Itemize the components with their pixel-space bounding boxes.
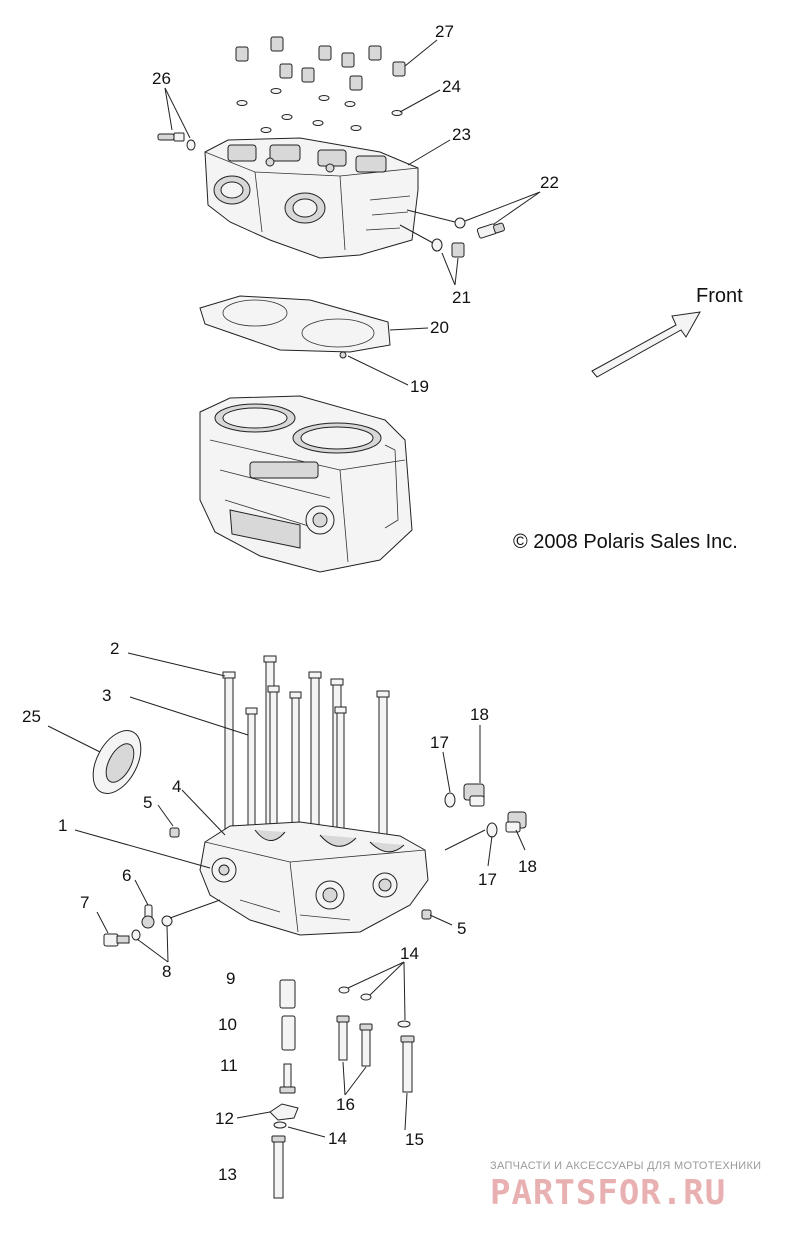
leader-lines xyxy=(47,39,541,1138)
label-8: 8 xyxy=(162,962,171,981)
label-12: 12 xyxy=(215,1109,234,1128)
front-direction-arrow xyxy=(591,311,701,378)
plug-5b xyxy=(421,909,432,920)
washer-14c xyxy=(397,1020,411,1028)
washer-14a xyxy=(338,986,350,994)
label-14a: 14 xyxy=(400,944,419,963)
label-15: 15 xyxy=(405,1130,424,1149)
bracket-12 xyxy=(269,1103,299,1121)
bolts-16 xyxy=(336,1015,373,1067)
head-gasket-20 xyxy=(199,295,391,359)
washer-8a xyxy=(131,929,141,941)
fitting-18a xyxy=(444,783,485,808)
bolt-11 xyxy=(279,1063,296,1094)
label-4: 4 xyxy=(172,777,181,796)
label-18a: 18 xyxy=(470,705,489,724)
watermark-tagline: ЗАПЧАСТИ И АКСЕССУАРЫ ДЛЯ МОТОТЕХНИКИ xyxy=(490,1160,761,1172)
label-23: 23 xyxy=(452,125,471,144)
label-5a: 5 xyxy=(143,793,152,812)
label-17b: 17 xyxy=(478,870,497,889)
sleeve-9 xyxy=(279,979,296,1009)
label-1: 1 xyxy=(58,816,67,835)
washer-14d xyxy=(273,1121,287,1129)
label-26: 26 xyxy=(152,69,171,88)
fitting-6 xyxy=(141,904,155,929)
watermark-brand: PARTSFOR.RU xyxy=(490,1173,726,1213)
label-20: 20 xyxy=(430,318,449,337)
plug-21 xyxy=(431,238,465,258)
callout-labels: 27 24 23 26 22 21 20 19 2 3 25 17 18 4 5… xyxy=(22,22,559,1184)
label-10: 10 xyxy=(218,1015,237,1034)
front-label: Front xyxy=(696,285,743,307)
bolt-15 xyxy=(400,1035,415,1093)
bolt-26 xyxy=(157,132,196,151)
label-17a: 17 xyxy=(430,733,449,752)
label-25: 25 xyxy=(22,707,41,726)
sleeve-10 xyxy=(281,1015,296,1051)
label-19: 19 xyxy=(410,377,429,396)
label-14b: 14 xyxy=(328,1129,347,1148)
label-27: 27 xyxy=(435,22,454,41)
label-11: 11 xyxy=(220,1056,238,1075)
bolt-7 xyxy=(103,933,130,947)
label-18b: 18 xyxy=(518,857,537,876)
cylinder-block xyxy=(199,395,413,573)
label-2: 2 xyxy=(110,639,119,658)
bolt-13 xyxy=(271,1135,286,1199)
label-7: 7 xyxy=(80,893,89,912)
label-3: 3 xyxy=(102,686,111,705)
copyright-text: © 2008 Polaris Sales Inc. xyxy=(513,531,738,553)
label-21: 21 xyxy=(452,288,471,307)
label-16: 16 xyxy=(336,1095,355,1114)
cylinder-studs-2 xyxy=(222,655,390,846)
fitting-18b xyxy=(486,811,527,838)
oil-seal-25 xyxy=(92,730,142,794)
washers-24 xyxy=(236,88,403,133)
label-5b: 5 xyxy=(457,919,466,938)
label-6: 6 xyxy=(122,866,131,885)
fitting-22 xyxy=(454,217,505,239)
crankcase-1 xyxy=(199,821,429,936)
watermark: ЗАПЧАСТИ И АКСЕССУАРЫ ДЛЯ МОТОТЕХНИКИ PA… xyxy=(490,1160,761,1213)
label-24: 24 xyxy=(442,77,461,96)
label-13: 13 xyxy=(218,1165,237,1184)
label-9: 9 xyxy=(226,969,235,988)
washer-14b xyxy=(360,993,372,1001)
cylinder-head-23 xyxy=(204,137,419,259)
valve-caps-27 xyxy=(235,36,406,91)
label-22: 22 xyxy=(540,173,559,192)
plug-5a xyxy=(169,827,180,838)
